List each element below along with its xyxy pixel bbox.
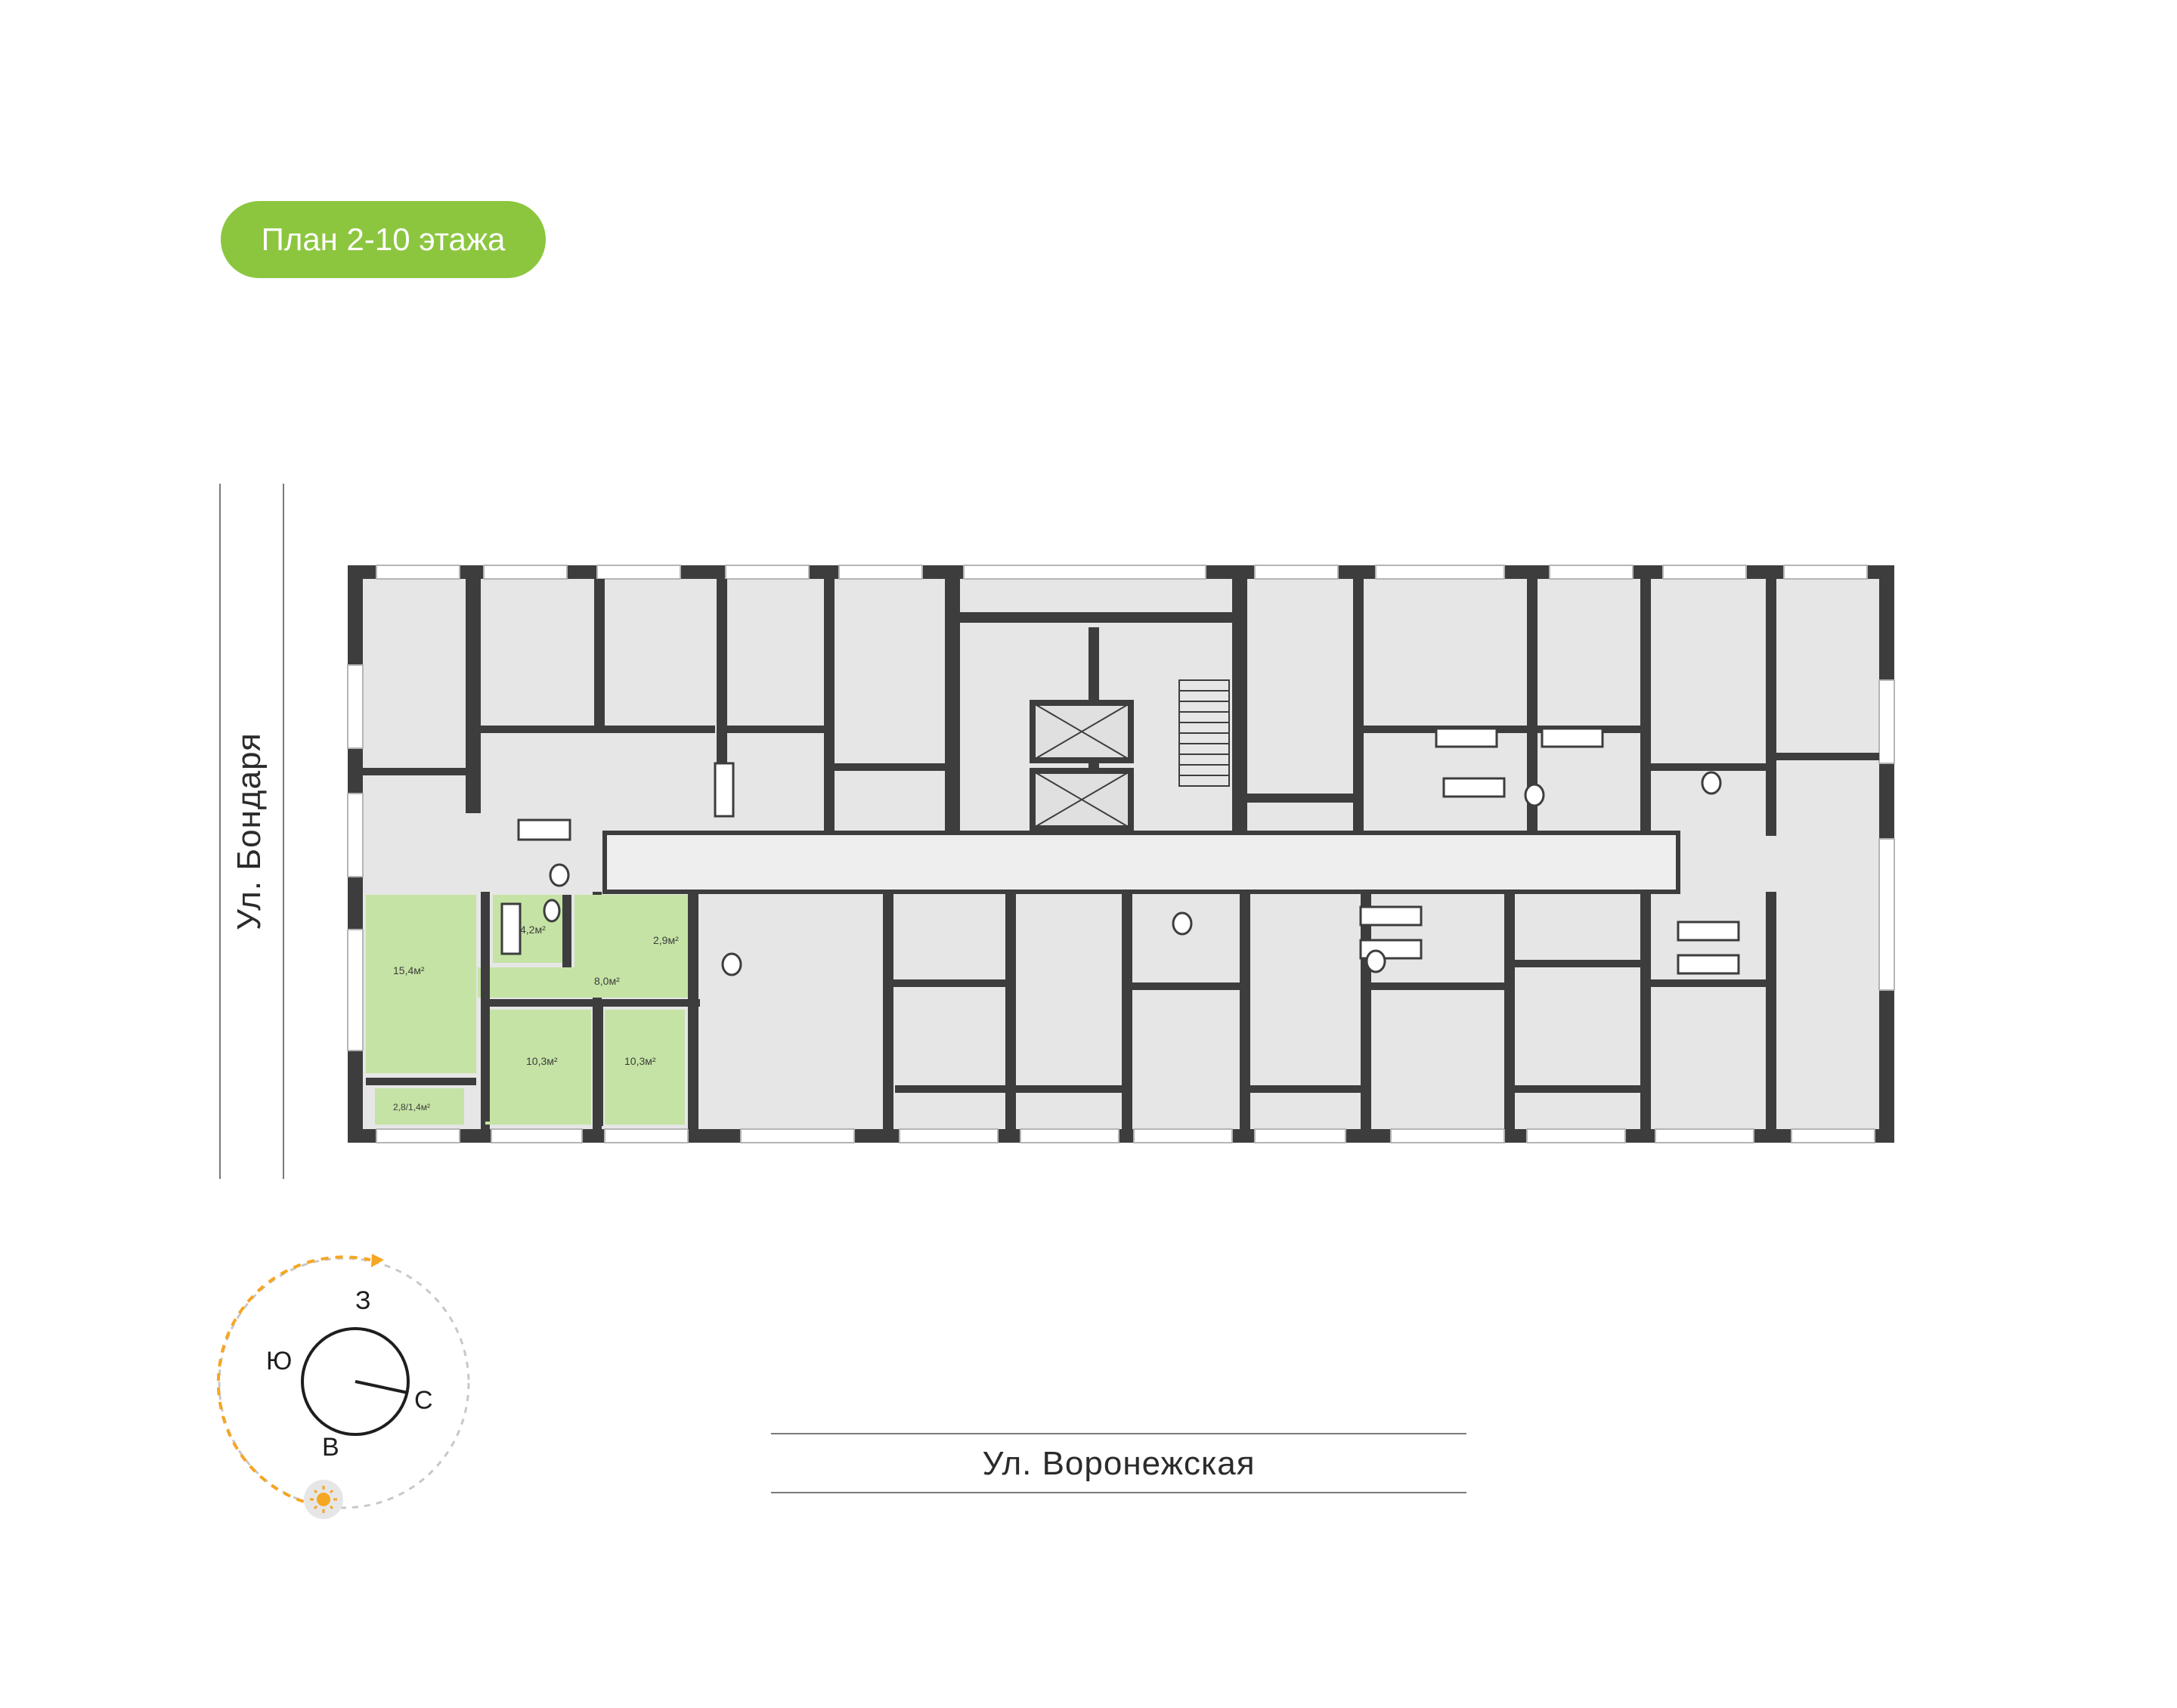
sun-path — [216, 1255, 371, 1507]
compass-east-label: В — [322, 1433, 339, 1462]
sun-icon — [317, 1493, 330, 1506]
compass-north-label: С — [414, 1386, 433, 1415]
label-bedroom2: 10,3м² — [624, 1055, 656, 1067]
room-wc — [649, 904, 691, 969]
compass-west-label: З — [355, 1286, 371, 1315]
room-living — [366, 895, 476, 1073]
compass-orbit — [218, 1257, 470, 1509]
room-balcony — [375, 1088, 464, 1125]
compass-needle — [355, 1380, 409, 1394]
windows-bottom — [376, 1128, 1875, 1143]
elevator-core — [1030, 679, 1230, 831]
windows-top — [376, 565, 1868, 580]
label-hall: 8,0м² — [594, 975, 620, 987]
windows-right — [1878, 679, 1895, 991]
street-voronezhskaya-strip: Ул. Воронежская — [771, 1433, 1466, 1493]
room-hall-extension — [478, 967, 688, 998]
label-wc: 2,9м² — [653, 934, 679, 946]
windows-left — [347, 664, 364, 1051]
compass — [216, 1254, 470, 1519]
label-balcony: 2,8/1,4м² — [393, 1102, 430, 1112]
compass-south-label: Ю — [266, 1347, 293, 1375]
label-living: 15,4м² — [393, 964, 425, 976]
fixtures — [500, 727, 1740, 976]
corridor — [602, 831, 1680, 894]
walls-upper — [363, 579, 1879, 836]
room-bedroom1 — [485, 1010, 591, 1125]
street-bondarya-strip — [219, 484, 284, 1179]
label-bath: 4,2м² — [520, 924, 546, 936]
street-voronezhskaya-label: Ул. Воронежская — [982, 1445, 1256, 1482]
compass-dial — [301, 1327, 410, 1436]
floor-badge: План 2-10 этажа — [221, 201, 546, 278]
room-bedroom2 — [605, 1010, 685, 1125]
label-bedroom1: 10,3м² — [526, 1055, 558, 1067]
sun-path-arrow-icon — [371, 1254, 384, 1267]
sun-rays-icon — [310, 1486, 337, 1513]
